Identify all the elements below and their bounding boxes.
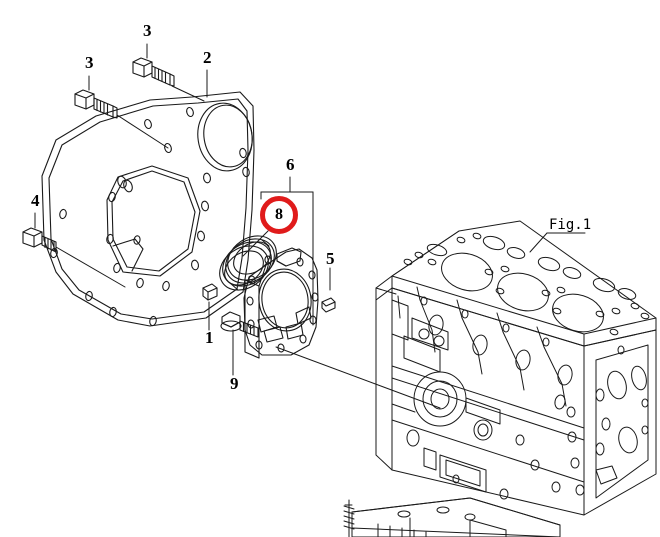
rear-end-plate-part xyxy=(41,91,255,327)
dowel-pin-small-part xyxy=(321,297,336,313)
cylinder-block-part xyxy=(375,220,657,516)
callout-3-lower[interactable]: 3 xyxy=(85,53,94,72)
callout-1[interactable]: 1 xyxy=(205,328,214,347)
callout-4[interactable]: 4 xyxy=(31,191,40,210)
leader-lines xyxy=(34,43,586,506)
rear-oil-seal-housing-part xyxy=(243,247,319,359)
callout-9[interactable]: 9 xyxy=(230,374,239,393)
oil-pan-part xyxy=(343,497,561,537)
highlight-ring-8[interactable] xyxy=(260,196,298,234)
callout-6[interactable]: 6 xyxy=(286,155,295,174)
dowel-pin-part xyxy=(202,283,218,301)
flange-bolt-part xyxy=(220,311,259,338)
callout-3-upper[interactable]: 3 xyxy=(143,21,152,40)
fig-1-label[interactable]: Fig.1 xyxy=(549,217,592,233)
callout-5[interactable]: 5 xyxy=(326,249,335,268)
highlight-number-8[interactable]: 8 xyxy=(275,206,283,223)
hex-bolt-upper-part xyxy=(132,57,175,87)
callout-2[interactable]: 2 xyxy=(203,48,212,67)
hex-bolt-lower-part xyxy=(74,89,118,119)
oil-seal-part xyxy=(219,235,277,291)
